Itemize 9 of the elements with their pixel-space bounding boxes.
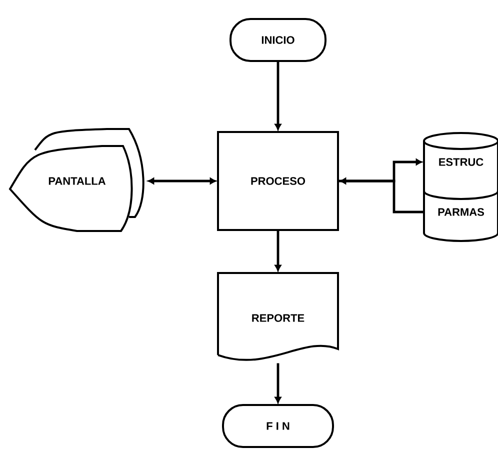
- arrow: [338, 158, 422, 182]
- arrow: [274, 230, 282, 272]
- arrow: [340, 178, 424, 214]
- node-label: ESTRUC: [439, 158, 484, 166]
- arrow: [274, 363, 282, 404]
- arrow: [274, 61, 282, 130]
- document-shape: REPORTE: [217, 272, 339, 361]
- process-box: PROCESO: [217, 131, 339, 231]
- arrow: [148, 178, 216, 184]
